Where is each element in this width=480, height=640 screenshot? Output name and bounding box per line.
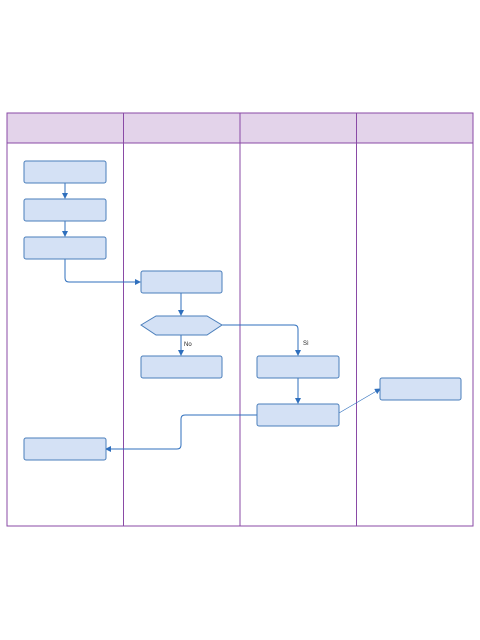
- process-box-n5[interactable]: [140, 355, 223, 379]
- edge-n3-n4: [64, 259, 141, 285]
- lane-4-body: [356, 142, 474, 527]
- lane-2-header: [123, 112, 241, 144]
- edge-d1-n6: [222, 324, 301, 356]
- process-box-n7[interactable]: [256, 403, 340, 427]
- process-box-n3[interactable]: [23, 236, 107, 260]
- process-box-n6[interactable]: [256, 355, 340, 379]
- process-box-n2[interactable]: [23, 198, 107, 222]
- edge-label-si: Sì: [303, 341, 309, 347]
- process-box-n4[interactable]: [140, 270, 223, 294]
- decision-hexagon-d1[interactable]: [140, 315, 223, 336]
- lane-1-header: [6, 112, 124, 144]
- lane-4-header: [356, 112, 474, 144]
- edges: [62, 183, 381, 452]
- edge-label-no: No: [184, 342, 192, 348]
- lane-3-header: [239, 112, 357, 144]
- nodes: [23, 160, 462, 461]
- edge-n7-n8: [338, 388, 381, 414]
- lanes: [6, 112, 474, 527]
- process-box-n8[interactable]: [379, 377, 462, 401]
- process-box-n1[interactable]: [23, 160, 107, 184]
- process-box-n9[interactable]: [23, 437, 107, 461]
- edge-n7-n9: [105, 414, 257, 452]
